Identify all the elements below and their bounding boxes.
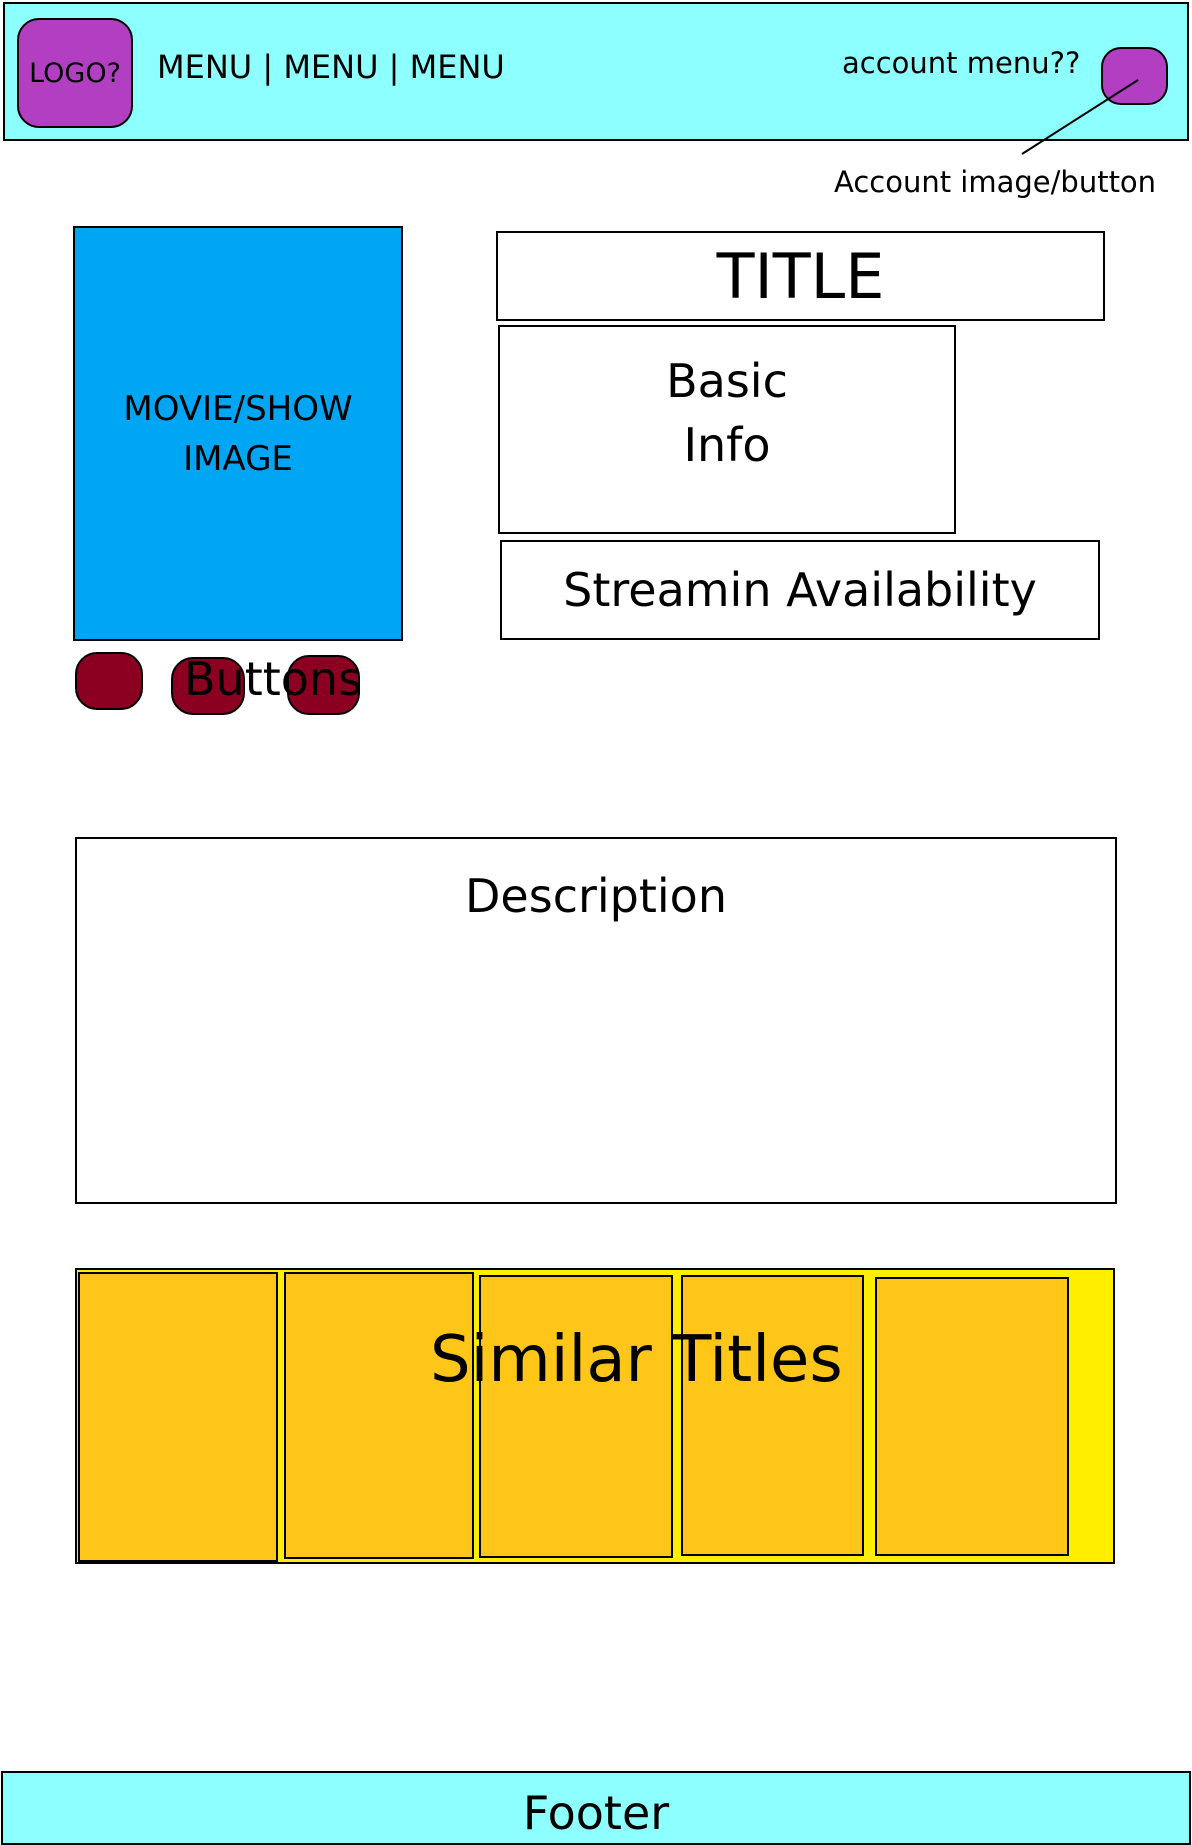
footer-bar: Footer: [1, 1771, 1191, 1845]
buttons-label: Buttons: [184, 652, 363, 706]
footer-label: Footer: [522, 1786, 670, 1840]
account-menu-label[interactable]: account menu??: [842, 46, 1081, 80]
logo-label: LOGO?: [29, 57, 121, 89]
similar-title-card[interactable]: [479, 1275, 673, 1558]
main-menu[interactable]: MENU | MENU | MENU: [157, 48, 505, 86]
basic-info-line1: Basic: [666, 354, 788, 408]
logo-button[interactable]: LOGO?: [17, 18, 133, 128]
basic-info-line2: Info: [683, 418, 771, 472]
similar-title-card[interactable]: [78, 1272, 278, 1562]
account-button-annotation: Account image/button: [834, 165, 1157, 199]
account-button[interactable]: [1101, 47, 1168, 105]
action-button-3[interactable]: [287, 655, 360, 715]
poster-image: MOVIE/SHOW IMAGE: [73, 226, 403, 641]
description-label: Description: [465, 869, 727, 923]
streaming-availability-box: Streamin Availability: [500, 540, 1100, 640]
similar-title-card[interactable]: [681, 1275, 864, 1556]
poster-label-line1: MOVIE/SHOW: [123, 388, 353, 429]
action-button-2[interactable]: [171, 657, 245, 715]
action-button-1[interactable]: [75, 652, 143, 710]
similar-titles-label: Similar Titles: [430, 1323, 843, 1397]
basic-info-box: Basic Info: [498, 325, 956, 534]
similar-title-card[interactable]: [875, 1277, 1069, 1556]
title-box: TITLE: [496, 231, 1105, 321]
poster-label-line2: IMAGE: [183, 438, 293, 479]
streaming-label: Streamin Availability: [563, 563, 1037, 617]
similar-title-card[interactable]: [284, 1272, 474, 1559]
header-bar: [3, 2, 1189, 141]
description-box: Description: [75, 837, 1117, 1204]
title-label: TITLE: [716, 239, 885, 313]
